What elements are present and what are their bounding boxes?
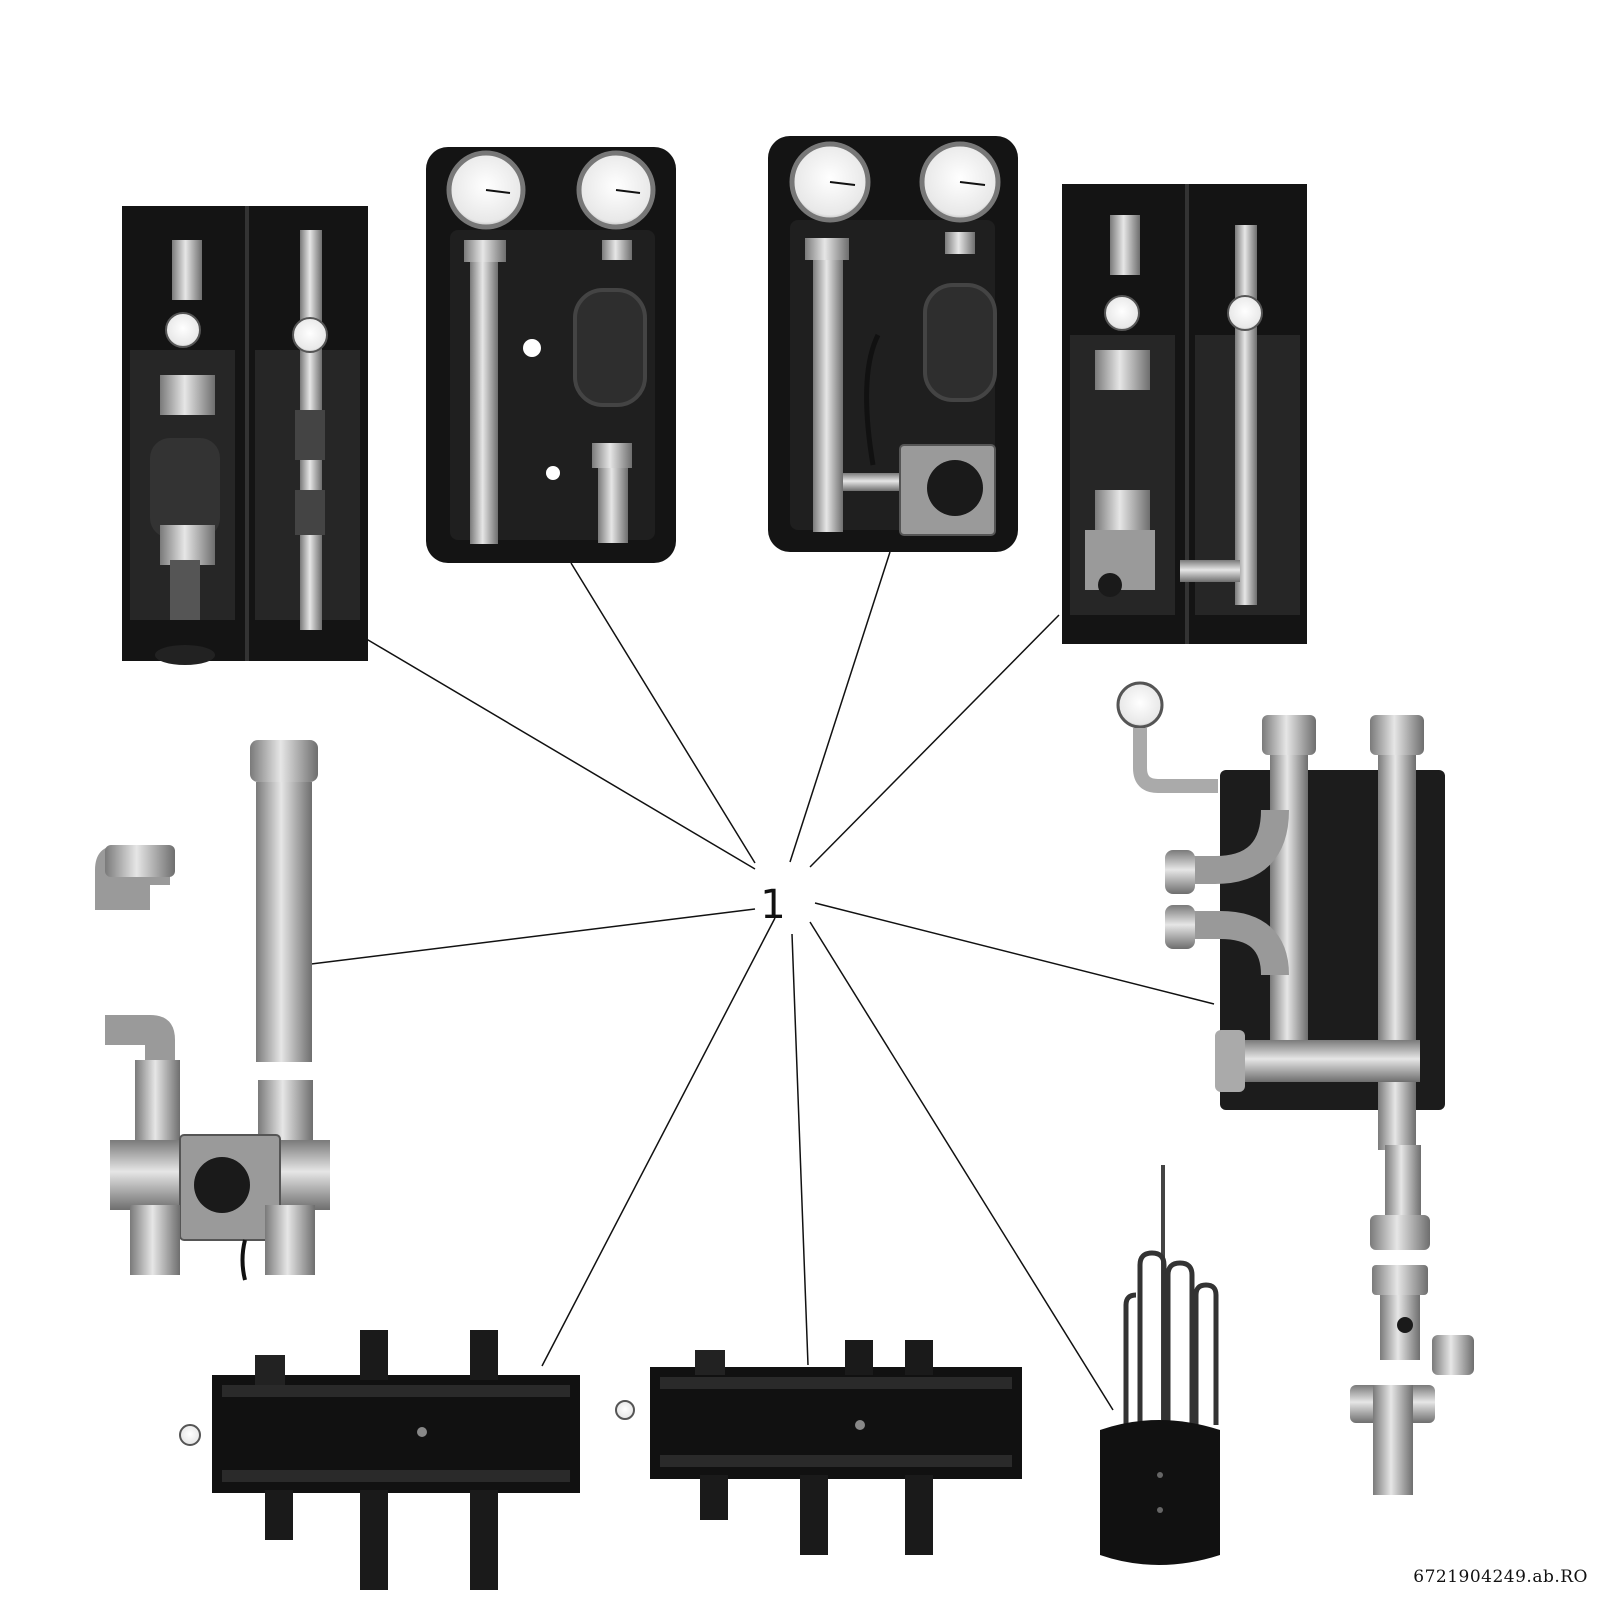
distributor-icon	[179, 1330, 580, 1590]
manifold-icon	[1116, 681, 1445, 1150]
distributor-icon	[615, 1340, 1022, 1555]
heating-element-icon	[1100, 1165, 1220, 1565]
pump-station-icon	[1062, 184, 1307, 644]
pump-station-icon	[122, 206, 368, 665]
leader-line-2	[570, 562, 756, 864]
leader-line-7	[541, 917, 776, 1367]
leader-lines	[302, 551, 1215, 1411]
document-reference: 6721904249.ab.RO	[1413, 1567, 1588, 1587]
pump-station-icon	[768, 136, 1018, 552]
leader-line-8	[791, 933, 809, 1366]
leader-line-6	[302, 908, 756, 966]
mixing-valve-icon	[95, 740, 330, 1281]
leader-line-9	[809, 921, 1114, 1411]
leader-line-1	[362, 636, 756, 870]
leader-line-5	[814, 902, 1215, 1005]
pump-station-icon	[426, 147, 676, 563]
center-label: 1	[760, 882, 785, 928]
leader-line-3	[789, 551, 891, 863]
fittings-icon	[1350, 1145, 1474, 1495]
leader-line-4	[809, 614, 1060, 868]
